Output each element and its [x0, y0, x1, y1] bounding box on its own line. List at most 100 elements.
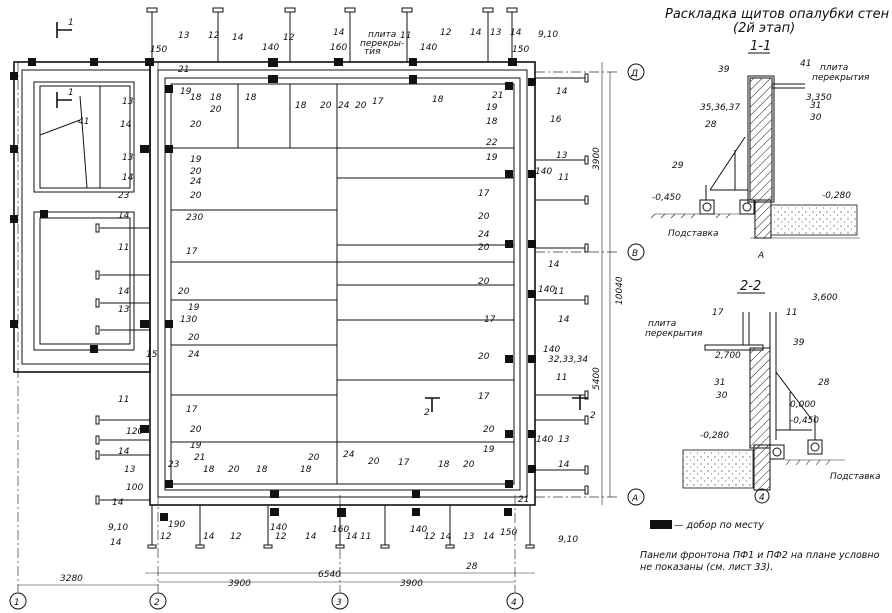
- plan-label: 9,10: [558, 535, 578, 545]
- plan-label: 24: [343, 450, 355, 460]
- panel-joints: [171, 84, 514, 484]
- plan-label: 20: [478, 277, 490, 287]
- plan-label: 13: [558, 435, 570, 445]
- plan-label: 21: [178, 65, 189, 75]
- plan-label: 14: [558, 460, 570, 470]
- plan-label: 20: [228, 465, 240, 475]
- plan-label: 11: [558, 173, 569, 183]
- main-walls: [13, 61, 536, 506]
- plan-label: 140: [270, 523, 287, 533]
- section-1-label: плита: [820, 63, 848, 73]
- section-2-label: 17: [712, 308, 724, 318]
- plan-label: 19: [180, 87, 192, 97]
- plan-label: 18: [432, 95, 444, 105]
- plan-label: 13: [490, 28, 502, 38]
- plan-label: 14: [203, 532, 215, 542]
- plan-label: 14: [118, 447, 130, 457]
- plan-label: 150: [150, 45, 167, 55]
- plan-label: 9,10: [108, 523, 128, 533]
- plan-label: 14: [558, 315, 570, 325]
- plan-label: перекры-: [360, 39, 404, 49]
- plan-label: 14: [305, 532, 317, 542]
- section-2-label: 2,700: [715, 351, 741, 361]
- plan-label: 21: [194, 453, 205, 463]
- plan-label: 28: [466, 562, 478, 572]
- plan-view: 1 1 2 2 1 2 3 4 Д В А 3280 3900 6540 390…: [9, 7, 645, 610]
- plan-label: плита: [368, 30, 396, 40]
- section-1-label: перекрытия: [812, 73, 870, 83]
- plan-label: 20: [190, 167, 202, 177]
- legend: — добор по месту: [650, 520, 764, 531]
- section-marks: 1 1 2 2: [56, 18, 596, 421]
- axis-V: В: [632, 249, 638, 259]
- plan-label: 20: [188, 333, 200, 343]
- plan-label: 140: [538, 285, 555, 295]
- plan-label: 150: [512, 45, 529, 55]
- section-mark-1-plan: 1: [68, 88, 74, 98]
- plan-label: 13: [122, 97, 134, 107]
- plan-label: 24: [188, 350, 200, 360]
- plan-label: 24: [478, 230, 490, 240]
- plan-label: 14: [440, 532, 452, 542]
- section-2-label: Подставка: [830, 472, 880, 482]
- dim-3900-right: 3900: [400, 579, 423, 589]
- plan-label: 12: [424, 532, 436, 542]
- axis-4: 4: [511, 598, 517, 608]
- plan-label: 11: [360, 532, 371, 542]
- section-2-label: 3,600: [812, 293, 838, 303]
- plan-label: 12: [275, 532, 287, 542]
- plan-label: 18: [300, 465, 312, 475]
- section-mark-2-plan: 2: [424, 408, 430, 418]
- plan-label: 120: [126, 427, 143, 437]
- section-2-label: 0,000: [790, 400, 816, 410]
- plan-label: 17: [478, 392, 490, 402]
- section-mark-2-right: 2: [590, 411, 596, 421]
- plan-label: 12: [283, 33, 295, 43]
- plan-label: 130: [180, 315, 197, 325]
- section-2-label: 30: [716, 391, 728, 401]
- dim-6540: 6540: [318, 570, 341, 580]
- plan-label: 20: [368, 457, 380, 467]
- plan-label: 32,33,34: [548, 355, 588, 365]
- plan-label: 140: [410, 525, 427, 535]
- section-2-label: плита: [648, 319, 676, 329]
- plan-label: 14: [232, 33, 244, 43]
- plan-label: 19: [190, 155, 202, 165]
- plan-label: 20: [320, 101, 332, 111]
- plan-label: 19: [486, 103, 498, 113]
- plan-label: 20: [190, 425, 202, 435]
- section-mark-1-top: 1: [68, 18, 74, 28]
- section-1-label: Подставка: [668, 229, 718, 239]
- plan-label: 100: [126, 483, 143, 493]
- plan-label: 20: [190, 120, 202, 130]
- axis-3: 3: [336, 598, 342, 608]
- plan-label: 11: [553, 287, 564, 297]
- section-1-label: 30: [810, 113, 822, 123]
- section-2-label: 39: [793, 338, 805, 348]
- plan-label: 14: [510, 28, 522, 38]
- section-2-label: -0,450: [790, 416, 819, 426]
- plan-label: 20: [190, 191, 202, 201]
- plan-label: 17: [372, 97, 384, 107]
- plan-label: 11: [118, 243, 129, 253]
- section-2-2-title: 2-2: [740, 279, 761, 294]
- plan-label: 20: [478, 352, 490, 362]
- plan-label: 14: [118, 287, 130, 297]
- plan-label: 140: [535, 167, 552, 177]
- section-1-1-title: 1-1: [750, 39, 771, 54]
- plan-label: 13: [122, 153, 134, 163]
- plan-label: 18: [486, 117, 498, 127]
- plan-label: 140: [543, 345, 560, 355]
- plan-label: 11: [400, 31, 411, 41]
- plan-label: 18: [210, 93, 222, 103]
- section-1-label: А: [757, 251, 764, 261]
- plan-label: 12: [160, 532, 172, 542]
- section-1-label: 39: [718, 65, 730, 75]
- plan-label: 24: [190, 177, 202, 187]
- plan-label: 11: [556, 373, 567, 383]
- section-2-label: 4: [759, 493, 765, 503]
- plan-label: 190: [168, 520, 185, 530]
